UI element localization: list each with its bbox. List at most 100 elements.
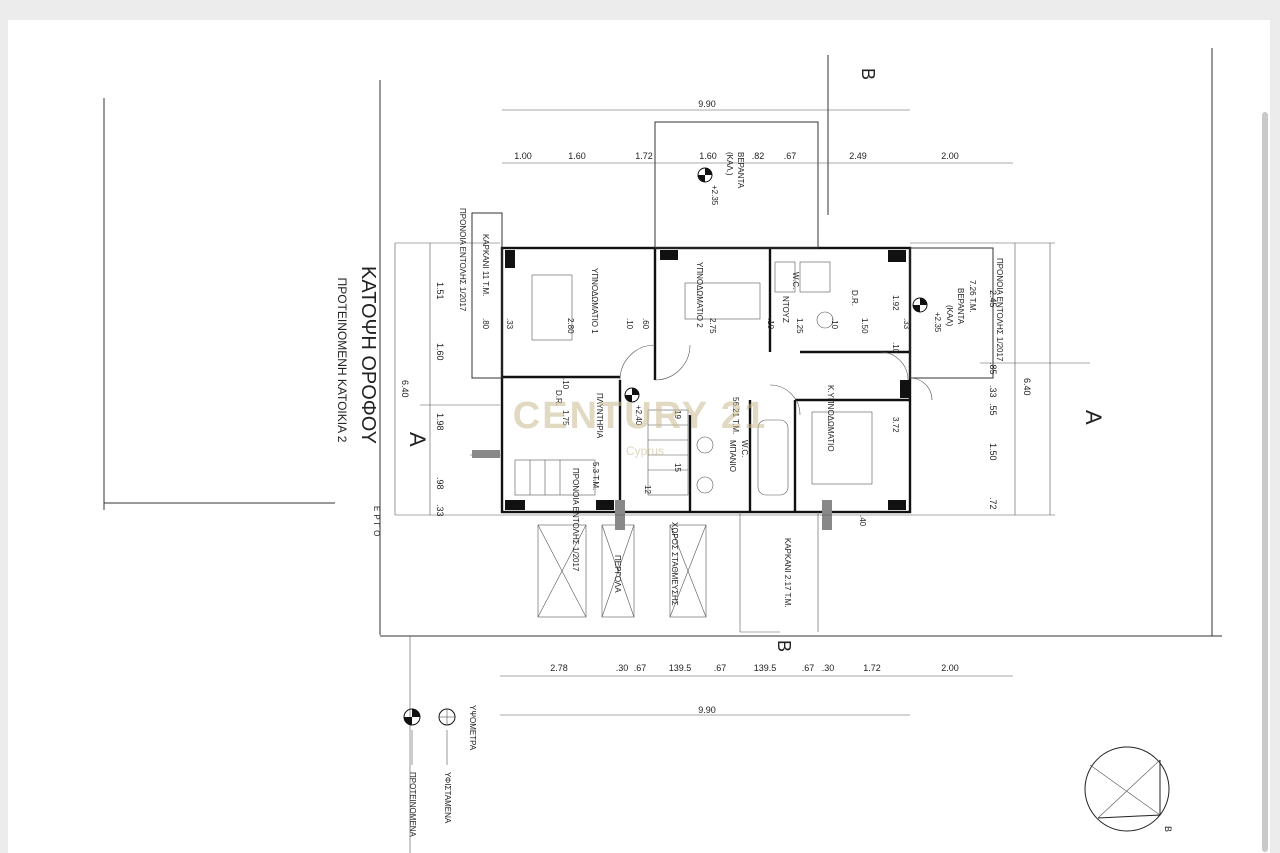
room-parking: ΧΩΡΟΣ ΣΤΑΘΜΕΥΣΗΣ (670, 522, 679, 606)
right-note-level: +2.35 (933, 312, 942, 333)
frame-lines (103, 48, 1222, 853)
left-dim-3: 1.98 (435, 413, 445, 431)
inner-dim-6: 1.25 (795, 318, 804, 334)
room-bath: ΜΠΑΝΙΟ (728, 440, 737, 472)
legend-existing: ΥΦΙΣΤΑΜΕΝΑ (443, 772, 452, 824)
bottom-dim-overall: 9.90 (698, 705, 716, 715)
page-title: ΚΑΤΟΨΗ ΟΡΟΦΟΥ (357, 266, 379, 444)
room-bed2: ΥΠΝΟΔΩΜΑΤΙΟ 2 (695, 262, 704, 328)
left-note-karkani: ΚΑΡΚΑΝΙ 11 Τ.Μ. (481, 234, 490, 296)
right-dim-2: .85 (988, 362, 998, 375)
left-note-provision: ΠΡΟΝΟΙΑ ΕΝΤΟΛΗΣ 1/2017 (458, 208, 467, 312)
inner-dim-14: 15 (673, 463, 682, 472)
legend-title: ΥΨΟΜΕΤΡΑ (468, 705, 477, 751)
inner-dim-13: 19 (673, 410, 682, 419)
north-arrow-icon (1084, 746, 1170, 832)
left-dim-overall: 6.40 (400, 380, 410, 398)
room-dr1: D.R. (850, 290, 859, 306)
inner-dim-3: .60 (641, 318, 650, 330)
right-note-veranda: ΒΕΡΑΝΤΑ (956, 288, 965, 325)
bottom-dim-6: 139.5 (754, 663, 777, 673)
legend-proposed: ΠΡΟΤΕΙΝΟΜΕΝΑ (408, 772, 417, 838)
section-marker-b-bottom: B (774, 640, 794, 652)
bottom-dim-3: .67 (634, 663, 647, 673)
top-note-level: +2.35 (710, 185, 719, 206)
top-note-kal: (ΚΑΛ.) (725, 152, 734, 176)
room-karkani: ΚΑΡΚΑΝΙ 2.17 Τ.Μ. (783, 538, 792, 608)
right-note-area: 7.26 Τ.Μ. (968, 280, 977, 313)
top-dim-4: 1.60 (699, 151, 717, 161)
bottom-dim-4: 139.5 (669, 663, 692, 673)
north-label: B (1163, 826, 1173, 832)
left-dim-5: .33 (435, 504, 445, 517)
legend (403, 708, 456, 765)
inner-dim-4: 2.75 (708, 318, 717, 334)
left-note-dim-80: .80 (481, 318, 490, 330)
top-dim-6: .67 (784, 151, 797, 161)
left-dim-4: .98 (435, 477, 445, 490)
top-dim-7: 2.49 (849, 151, 867, 161)
top-dim-1: 1.00 (514, 151, 532, 161)
bottom-dim-8: .30 (822, 663, 835, 673)
inner-dim-11: .10 (891, 342, 900, 354)
dim-40: .40 (858, 515, 867, 527)
bottom-dim-9: 1.72 (863, 663, 881, 673)
section-marker-a-right: A (1081, 410, 1106, 425)
room-pergola: ΠΕΡΓΟΛΑ (613, 555, 622, 593)
right-note-provision: ΠΡΟΝΟΙΑ ΕΝΤΟΛΗΣ 1/2017 (995, 258, 1004, 362)
bottom-dim-1: 2.78 (550, 663, 568, 673)
room-shower: ΝΤΟΥΖ (781, 296, 790, 323)
drawing-sheet (8, 20, 1270, 853)
right-dim-6: .72 (988, 497, 998, 510)
room-wc2: W.C. (791, 272, 800, 289)
inner-dim-12: 3.72 (891, 417, 900, 433)
top-dim-3: 1.72 (635, 151, 653, 161)
right-dim-overall: 6.40 (1022, 378, 1032, 396)
bottom-dim-10: 2.00 (941, 663, 959, 673)
section-marker-b-top: B (858, 68, 878, 80)
building-outline (470, 121, 994, 633)
left-dim-2: 1.60 (435, 343, 445, 361)
top-dim-2: 1.60 (568, 151, 586, 161)
room-small-area: 5.3 Τ.Μ. (591, 462, 600, 490)
room-master: Κ.ΥΠΝΟΔΩΜΑΤΙΟ (826, 385, 835, 452)
left-dim-1: 1.51 (435, 282, 445, 300)
inner-dim-10: 1.92 (891, 295, 900, 311)
right-dim-3: .33 (988, 385, 998, 398)
level-marker-icon (624, 167, 928, 403)
room-note-bottom: ΠΡΟΝΟΙΑ ΕΝΤΟΛΗΣ 1/2017 (571, 468, 580, 572)
watermark-sub: Cyprus (626, 444, 664, 458)
inner-dim-17: .10 (561, 378, 570, 390)
room-level: +2.40 (634, 405, 643, 426)
bottom-dim-5: .67 (714, 663, 727, 673)
right-dim-1: 2.45 (988, 290, 998, 308)
bottom-dim-7: .67 (802, 663, 815, 673)
watermark-brand: CENTURY 21 (513, 395, 767, 437)
room-bed1: ΥΠΝΟΔΩΜΑΤΙΟ 1 (590, 268, 599, 334)
inner-dim-15: 12 (643, 485, 652, 494)
room-dr2: D.R. (554, 390, 563, 406)
top-note-veranda: ΒΕΡΑΝΤΑ (736, 152, 745, 189)
inner-dim-9: .33 (902, 318, 911, 330)
inner-dim-5: .10 (766, 318, 775, 330)
side-label-ergo: ΕΡΓΟ (372, 506, 381, 539)
top-dim-overall: 9.90 (698, 99, 716, 109)
inner-dim-1: 2.80 (566, 318, 575, 334)
room-laundry: ΠΛΥΝΤΗΡΙΑ (595, 393, 604, 439)
inner-dim-8: 1.50 (860, 318, 869, 334)
dimension-lines (394, 109, 1090, 716)
top-dim-5: .82 (752, 151, 765, 161)
bottom-dim-2: .30 (616, 663, 629, 673)
inner-dim-2: .10 (625, 318, 634, 330)
right-note-kal: (ΚΑΛ) (945, 305, 954, 327)
scrollbar[interactable] (1262, 112, 1268, 852)
inner-dim-7: .10 (830, 318, 839, 330)
room-area-main: 56.21 Τ.Μ. (731, 397, 740, 434)
page-subtitle: ΠΡΟΤΕΙΝΟΜΕΝΗ ΚΑΤΟΙΚΙΑ 2 (335, 278, 349, 443)
top-dim-8: 2.00 (941, 151, 959, 161)
right-dim-5: 1.50 (988, 443, 998, 461)
left-note-dim-33: .33 (505, 318, 514, 330)
inner-dim-16: 1.75 (561, 410, 570, 426)
